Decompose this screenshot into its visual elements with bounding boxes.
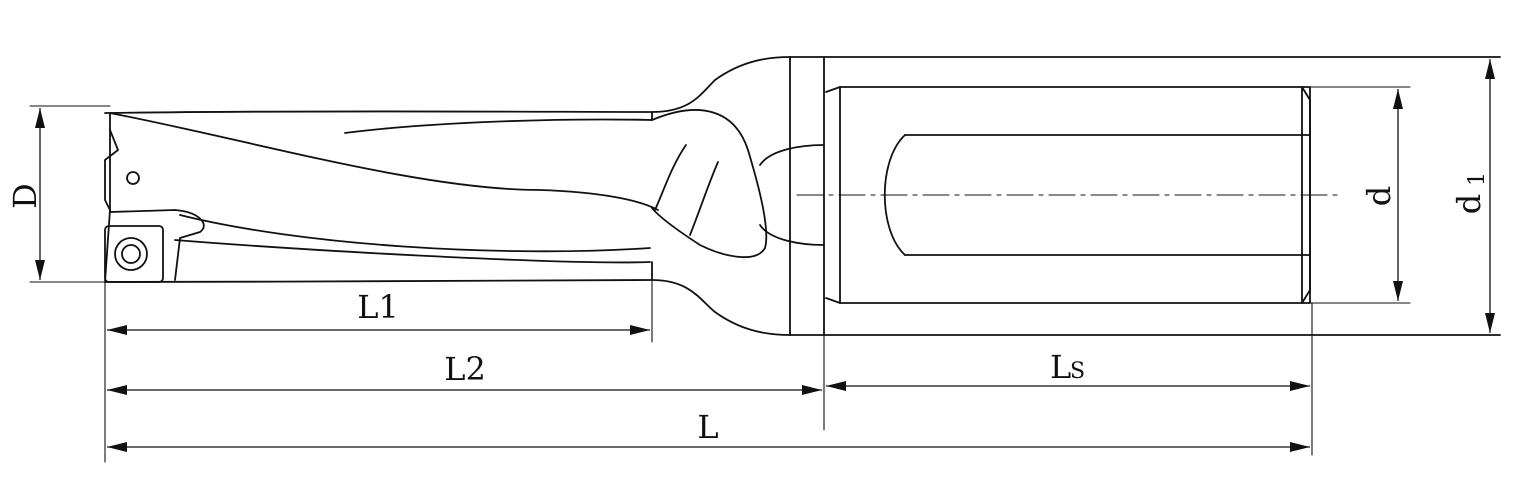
dimension-d1 (1485, 59, 1495, 333)
insert-screw-torx-icon (121, 244, 141, 264)
body-top-contour (109, 56, 791, 114)
label-d1: d 1 (1450, 172, 1490, 214)
flute-edge-1 (109, 112, 659, 211)
label-d: d (1360, 186, 1398, 206)
label-Ls: L S (1050, 348, 1085, 386)
insert-screw-icon (114, 237, 148, 271)
ext-d (1309, 86, 1411, 304)
shank-chamfer-right (1301, 86, 1311, 304)
dimension-L1 (107, 325, 650, 335)
shank-chamfer-left (825, 86, 841, 304)
coolant-hole (126, 171, 140, 185)
svg-text:S: S (1070, 359, 1085, 384)
dimension-L2 (107, 385, 822, 395)
dimension-d (1393, 89, 1403, 301)
helix-lobe (651, 109, 768, 258)
tip-face (104, 112, 111, 283)
flute-edge-2 (344, 118, 653, 134)
lower-insert (104, 225, 164, 283)
helix-line-2 (689, 161, 719, 236)
flute-edge-3 (179, 214, 651, 253)
drill-tip (104, 112, 205, 283)
svg-text:d: d (1450, 194, 1488, 214)
lower-pocket (109, 209, 205, 281)
upper-insert-edge (104, 129, 119, 211)
label-L: L (697, 408, 718, 446)
flute-edge-4 (174, 239, 651, 264)
dimension-L (107, 442, 1310, 452)
helix-line-1 (654, 144, 687, 211)
ext-D (29, 105, 111, 283)
neck-step (759, 144, 825, 246)
label-L1: L1 (357, 288, 399, 326)
label-D: D (6, 183, 44, 209)
flute-body (104, 56, 791, 336)
label-L2: L2 (444, 350, 486, 388)
svg-text:L: L (1050, 348, 1071, 386)
dimension-D (35, 108, 45, 280)
dimension-Ls (826, 381, 1310, 391)
ext-d1 (1309, 56, 1501, 336)
clamping-flat-lines (904, 134, 1311, 256)
body-bottom-contour (104, 279, 791, 336)
extension-lines (29, 56, 1501, 463)
svg-text:1: 1 (1465, 172, 1490, 186)
